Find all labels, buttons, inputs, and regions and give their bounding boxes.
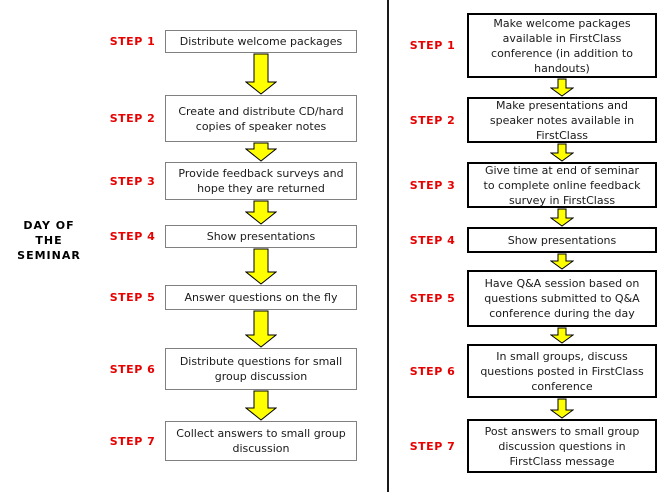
step-label: STEP 6: [409, 364, 456, 378]
flow-arrow: [165, 310, 357, 348]
step-box: Distribute welcome packages: [165, 30, 357, 53]
down-arrow-icon: [245, 310, 277, 348]
column-divider: [387, 0, 389, 492]
flow-arrow: [467, 253, 657, 270]
step-row: STEP 6 Distribute questions for small gr…: [100, 348, 357, 390]
flow-arrow: [165, 142, 357, 162]
right-flow-column: STEP 1 Make welcome packages available i…: [398, 13, 657, 473]
down-arrow-icon: [550, 78, 574, 97]
down-arrow-icon: [550, 143, 574, 162]
step-label: STEP 4: [109, 230, 156, 243]
step-label: STEP 7: [409, 439, 456, 453]
step-label: STEP 3: [109, 174, 156, 188]
step-row: STEP 1 Distribute welcome packages: [100, 30, 357, 53]
step-box: Give time at end of seminar to complete …: [467, 162, 657, 208]
down-arrow-icon: [550, 208, 574, 227]
step-row: STEP 3 Provide feedback surveys and hope…: [100, 162, 357, 200]
flow-arrow: [165, 390, 357, 421]
step-box: Answer questions on the fly: [165, 285, 357, 310]
day-of-seminar-caption: DAY OF THE SEMINAR: [8, 218, 90, 263]
down-arrow-icon: [550, 398, 574, 419]
flow-arrow: [467, 143, 657, 162]
down-arrow-icon: [245, 200, 277, 225]
step-row: STEP 5 Answer questions on the fly: [100, 285, 357, 310]
step-row: STEP 1 Make welcome packages available i…: [398, 13, 657, 78]
flow-arrow: [165, 200, 357, 225]
step-row: STEP 7 Post answers to small group discu…: [398, 419, 657, 473]
step-box: Have Q&A session based on questions subm…: [467, 270, 657, 327]
flow-arrow: [467, 208, 657, 227]
caption-line: SEMINAR: [17, 249, 81, 262]
step-row: STEP 4 Show presentations: [100, 225, 357, 248]
down-arrow-icon: [550, 253, 574, 270]
step-box: Collect answers to small group discussio…: [165, 421, 357, 461]
down-arrow-icon: [245, 390, 277, 421]
flow-arrow: [467, 327, 657, 344]
step-box: Provide feedback surveys and hope they a…: [165, 162, 357, 200]
down-arrow-icon: [245, 53, 277, 95]
flow-arrow: [165, 248, 357, 285]
step-row: STEP 4 Show presentations: [398, 227, 657, 253]
step-label: STEP 7: [109, 434, 156, 448]
caption-line: THE: [35, 234, 63, 247]
step-row: STEP 2 Create and distribute CD/hard cop…: [100, 95, 357, 142]
step-label: STEP 2: [109, 112, 156, 125]
step-row: STEP 2 Make presentations and speaker no…: [398, 97, 657, 143]
step-box: Create and distribute CD/hard copies of …: [165, 95, 357, 142]
step-label: STEP 3: [409, 178, 456, 192]
step-label: STEP 5: [109, 291, 156, 304]
step-box: Show presentations: [467, 227, 657, 253]
flow-arrow: [467, 78, 657, 97]
step-row: STEP 7 Collect answers to small group di…: [100, 421, 357, 461]
step-label: STEP 1: [409, 39, 456, 52]
step-box: In small groups, discuss questions poste…: [467, 344, 657, 398]
step-box: Make presentations and speaker notes ava…: [467, 97, 657, 143]
down-arrow-icon: [245, 248, 277, 285]
step-label: STEP 4: [409, 233, 456, 247]
step-box: Show presentations: [165, 225, 357, 248]
flow-arrow: [467, 398, 657, 419]
step-label: STEP 5: [409, 292, 456, 305]
step-row: STEP 3 Give time at end of seminar to co…: [398, 162, 657, 208]
step-label: STEP 1: [109, 35, 156, 48]
step-label: STEP 2: [409, 113, 456, 127]
step-box: Make welcome packages available in First…: [467, 13, 657, 78]
step-label: STEP 6: [109, 362, 156, 376]
step-box: Distribute questions for small group dis…: [165, 348, 357, 390]
step-row: STEP 6 In small groups, discuss question…: [398, 344, 657, 398]
down-arrow-icon: [550, 327, 574, 344]
left-flow-column: STEP 1 Distribute welcome packages STEP …: [100, 30, 357, 461]
step-box: Post answers to small group discussion q…: [467, 419, 657, 473]
flow-arrow: [165, 53, 357, 95]
caption-line: DAY OF: [23, 219, 75, 232]
step-row: STEP 5 Have Q&A session based on questio…: [398, 270, 657, 327]
down-arrow-icon: [245, 142, 277, 162]
